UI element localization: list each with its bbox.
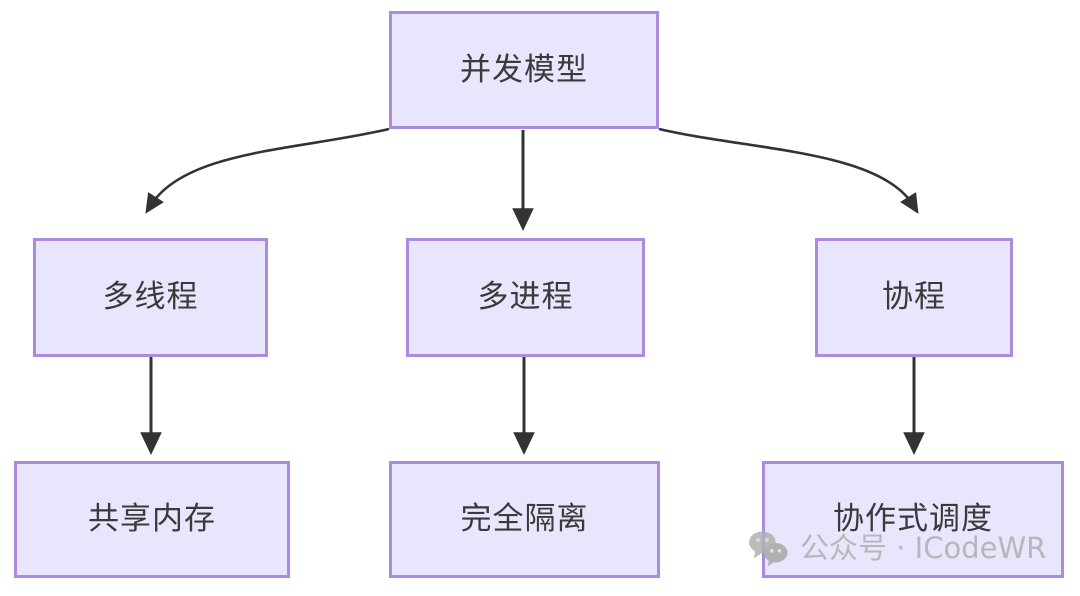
node-label: 共享内存 [88,501,216,537]
node-concurrency-model[interactable]: 并发模型 [389,11,659,129]
edge-root-to-coroutine [658,127,919,214]
node-label: 协作式调度 [833,501,993,537]
node-label: 并发模型 [460,51,588,88]
node-label: 协程 [882,279,946,315]
node-label: 多线程 [102,279,199,315]
node-label: 多进程 [477,279,574,315]
node-full-isolation[interactable]: 完全隔离 [389,461,660,578]
node-multiprocessing[interactable]: 多进程 [406,238,645,357]
node-multithreading[interactable]: 多线程 [33,238,268,357]
node-shared-memory[interactable]: 共享内存 [14,461,290,578]
node-coroutine[interactable]: 协程 [815,238,1013,357]
node-label: 完全隔离 [460,501,589,537]
edge-root-to-thread [145,127,390,214]
node-cooperative-scheduling[interactable]: 协作式调度 [762,461,1064,578]
